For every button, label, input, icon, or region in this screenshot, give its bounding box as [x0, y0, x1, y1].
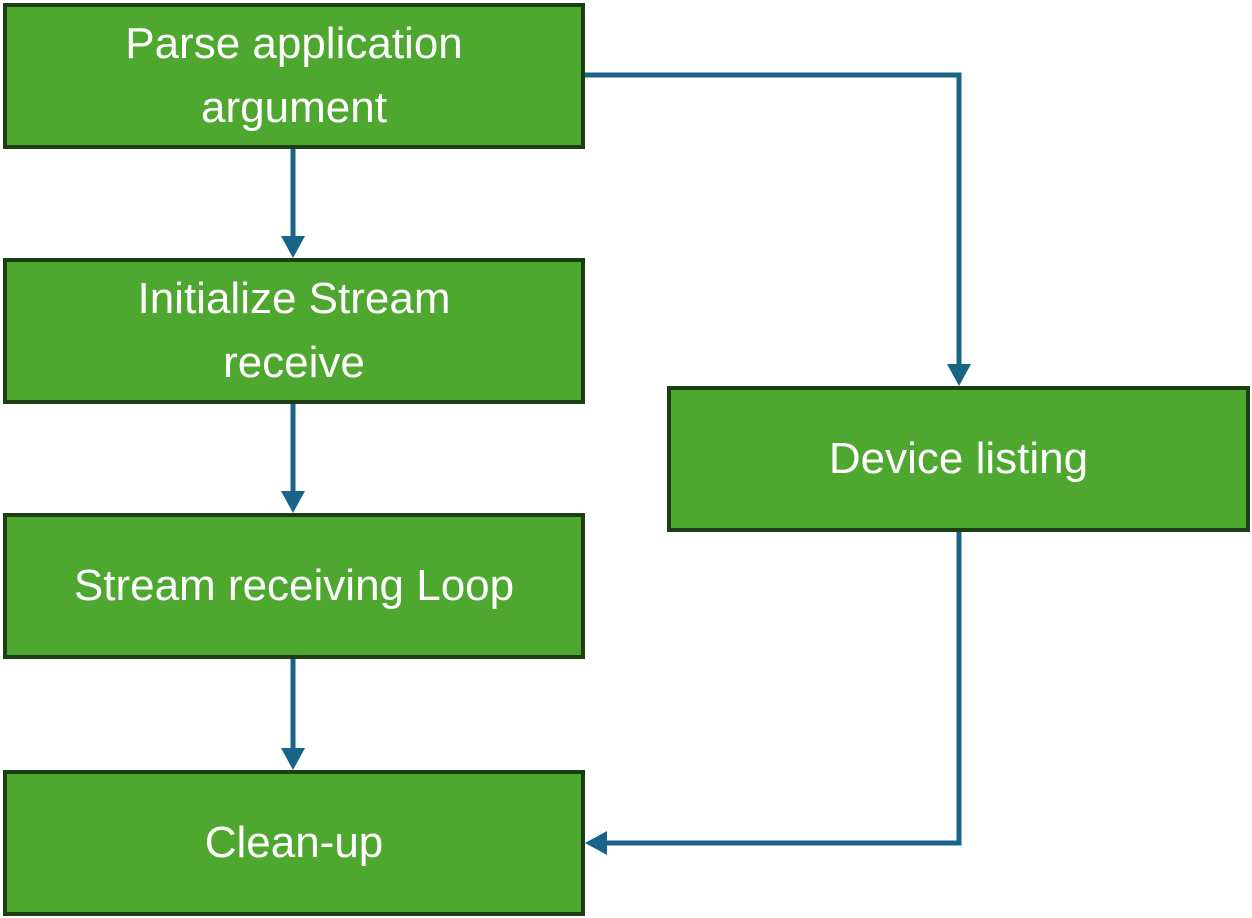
node-label: Clean-up — [204, 818, 384, 867]
arrowhead-parse-to-device — [947, 364, 971, 386]
node-label: Initialize Stream receive — [137, 274, 451, 387]
arrowhead-init-to-loop — [281, 491, 305, 513]
arrowhead-loop-to-cleanup — [281, 748, 305, 770]
node-clean-up: Clean-up — [3, 770, 585, 916]
node-label: Stream receiving Loop — [73, 561, 515, 610]
node-label: Device listing — [828, 434, 1089, 483]
arrowhead-parse-to-init — [281, 236, 305, 258]
arrow-parse-to-device — [585, 72, 962, 364]
node-label: Parse application argument — [125, 19, 463, 132]
node-parse-application-argument: Parse application argument — [3, 3, 585, 149]
arrowhead-device-to-cleanup — [585, 831, 607, 855]
node-initialize-stream-receive: Initialize Stream receive — [3, 258, 585, 404]
arrow-device-to-cleanup — [607, 532, 962, 846]
node-device-listing: Device listing — [667, 386, 1250, 532]
node-stream-receiving-loop: Stream receiving Loop — [3, 513, 585, 659]
